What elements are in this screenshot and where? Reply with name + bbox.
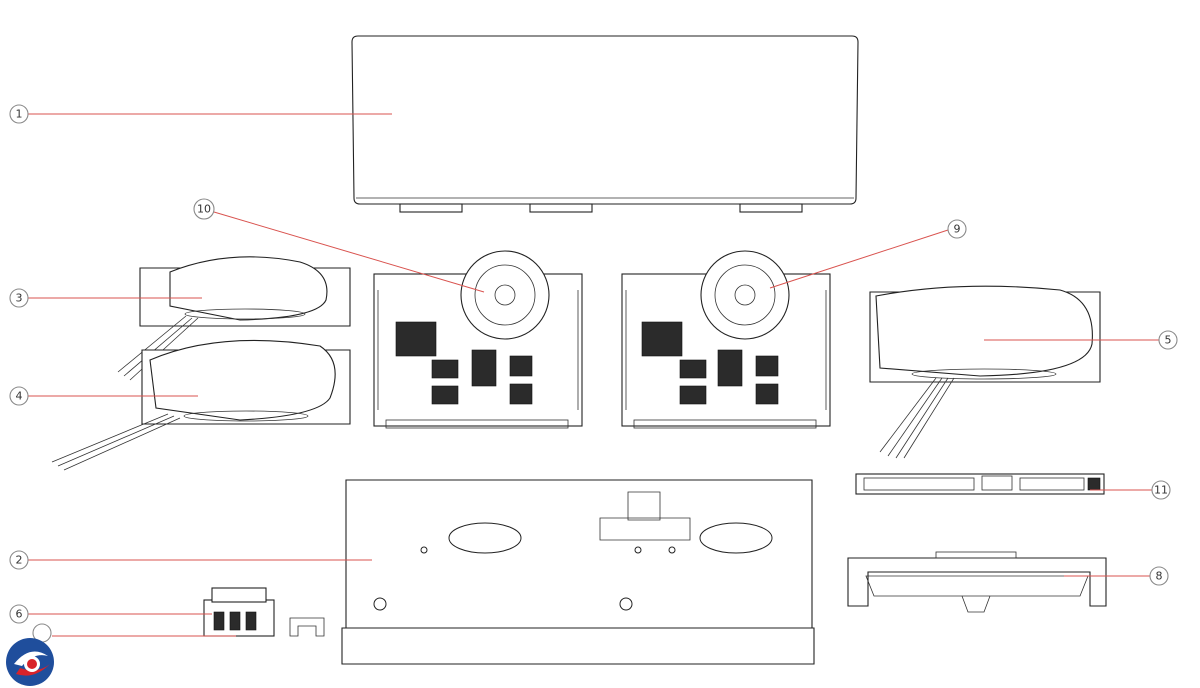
callout-1-label: 1 — [16, 108, 23, 121]
part-bottom-frame — [847, 551, 1107, 613]
brand-logo-icon — [6, 638, 54, 686]
part-induction-coil-lower — [51, 339, 351, 471]
callout-1: 1 — [9, 104, 29, 124]
callout-9-label: 9 — [954, 223, 961, 236]
callout-2: 2 — [9, 550, 29, 570]
callout-3-label: 3 — [16, 292, 23, 305]
callout-5: 5 — [1158, 330, 1178, 350]
callout-9: 9 — [947, 219, 967, 239]
callout-6-label: 6 — [16, 608, 23, 621]
part-terminal-block — [203, 587, 325, 637]
callout-8: 8 — [1149, 566, 1169, 586]
callout-5-label: 5 — [1165, 334, 1172, 347]
part-power-board-left — [373, 250, 583, 429]
part-glass-top — [351, 35, 859, 213]
part-control-strip — [855, 473, 1105, 495]
callout-4: 4 — [9, 386, 29, 406]
leader-10 — [213, 211, 485, 293]
part-induction-coil-upper — [117, 256, 351, 381]
leader-lines — [28, 113, 1160, 637]
part-power-board-right — [621, 250, 831, 429]
callout-11: 11 — [1151, 480, 1171, 500]
callout-2-label: 2 — [16, 554, 23, 567]
callout-3: 3 — [9, 288, 29, 308]
part-base-tray — [341, 479, 815, 665]
callout-11-label: 11 — [1154, 484, 1168, 497]
callout-10-label: 10 — [197, 203, 211, 216]
leader-9 — [769, 229, 949, 289]
part-induction-coil-right — [869, 285, 1101, 459]
callout-6: 6 — [9, 604, 29, 624]
callout-8-label: 8 — [1156, 570, 1163, 583]
callout-4-label: 4 — [16, 390, 23, 403]
callout-10: 10 — [193, 198, 215, 220]
